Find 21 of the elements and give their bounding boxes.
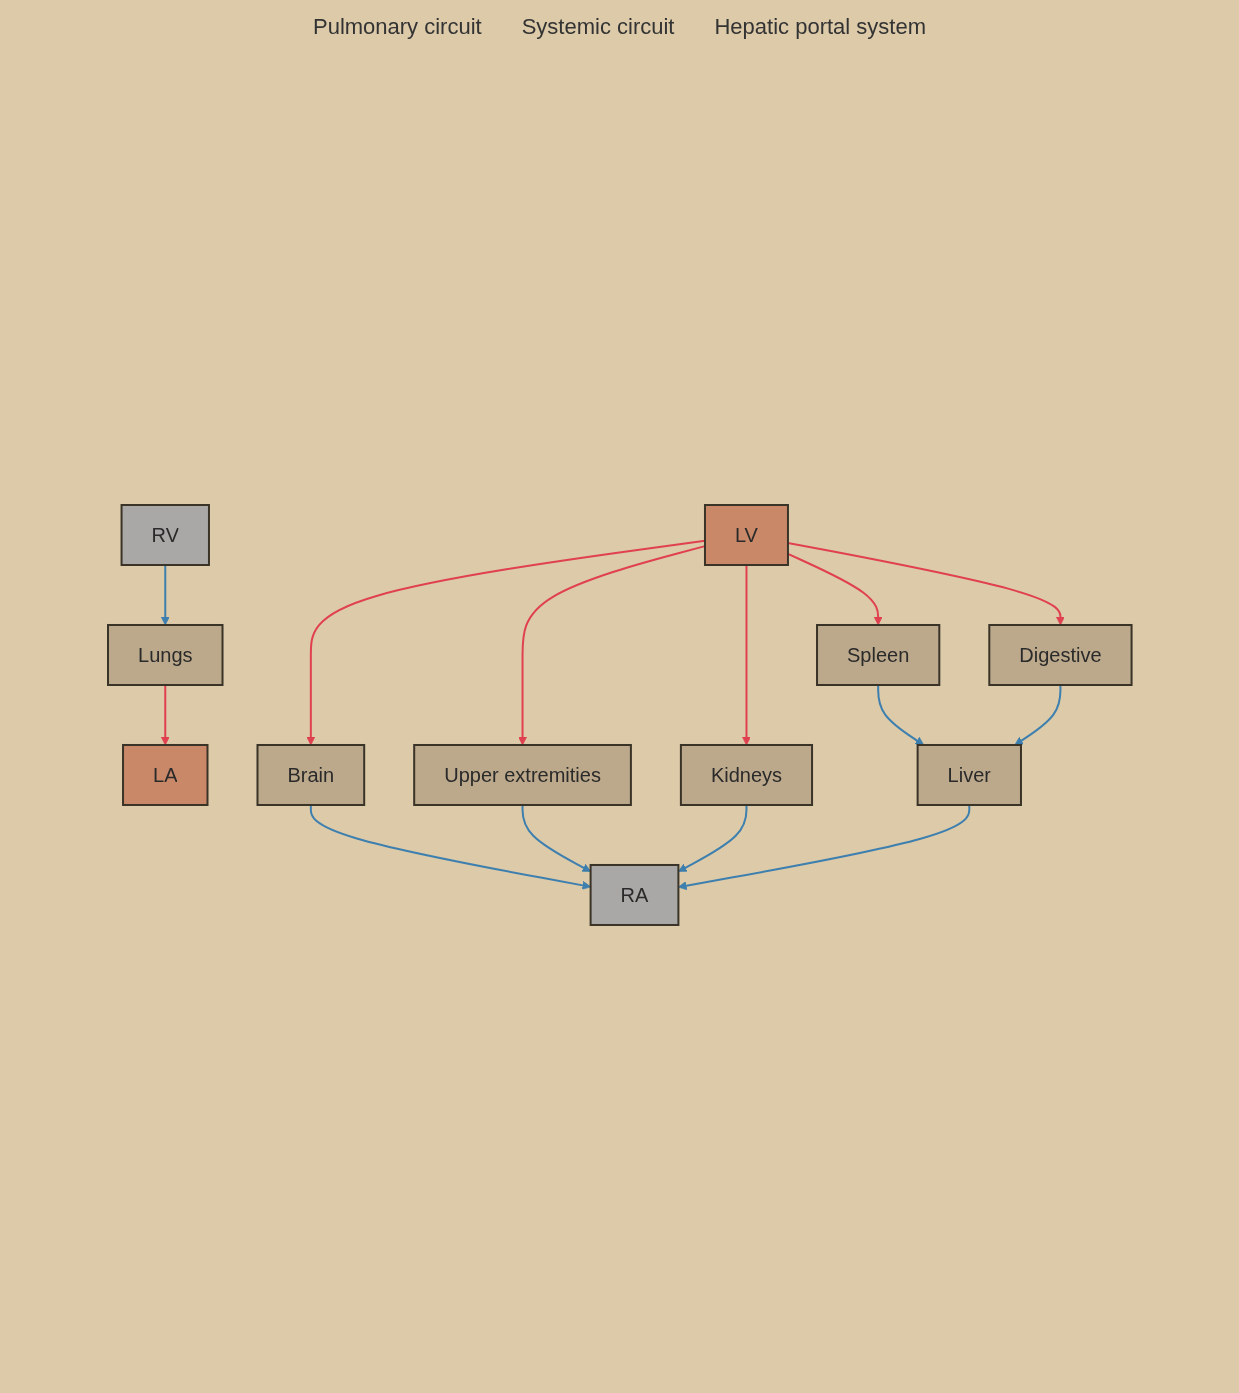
arrow (160, 683, 170, 745)
node-box: Brain (256, 743, 365, 806)
arrow (1014, 683, 1062, 745)
arrow (309, 803, 591, 890)
node-box: Digestive (988, 623, 1133, 686)
node-box: Kidneys (679, 743, 813, 806)
node-box: RV (120, 503, 210, 566)
arrow (741, 563, 751, 745)
arrow (160, 563, 170, 625)
node-box: Spleen (815, 623, 940, 686)
circuit-label: Systemic circuit (521, 14, 675, 40)
circuit-label: Hepatic portal system (714, 14, 926, 40)
node-box: Liver (916, 743, 1022, 806)
node-box: Lungs (106, 623, 224, 686)
node-box: LA (121, 743, 209, 806)
node-box: RA (589, 863, 680, 926)
arrow (521, 803, 591, 872)
node-box: LV (703, 503, 789, 566)
node-box: Upper extremities (412, 743, 632, 806)
arrow (876, 683, 924, 745)
circuit-label: Pulmonary circuit (312, 14, 482, 40)
